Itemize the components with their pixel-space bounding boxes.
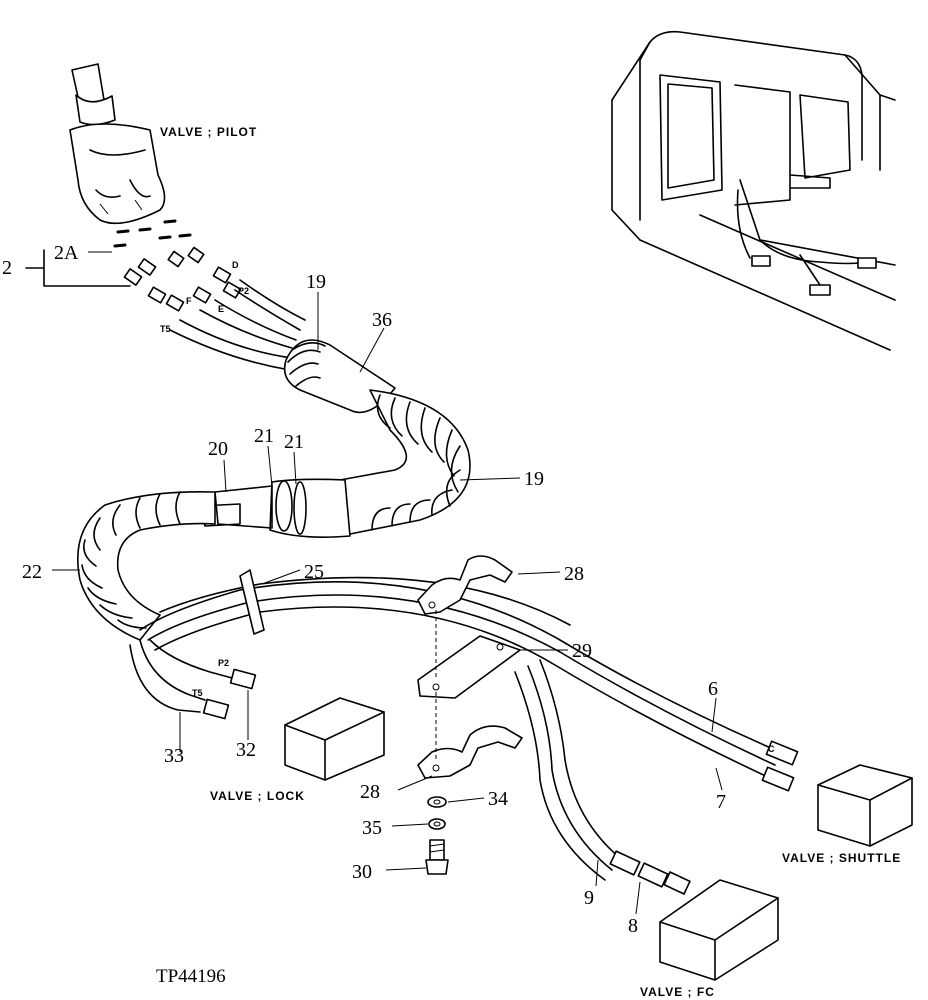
- valve-shuttle-label: VALVE ; SHUTTLE: [782, 851, 901, 865]
- valve-shuttle-box: [817, 764, 913, 847]
- callout-21-right: 21: [284, 431, 304, 453]
- callout-2a: 2A: [54, 242, 79, 264]
- clamp-28-upper: [417, 555, 513, 615]
- callout-20: 20: [208, 438, 228, 460]
- washer-34: [427, 796, 447, 808]
- hose-to-lock-valve: [129, 639, 233, 713]
- port-mark-e: E: [218, 304, 224, 314]
- port-mark-c: C: [768, 744, 775, 754]
- callout-7: 7: [716, 791, 726, 813]
- drawing-id: TP44196: [156, 966, 226, 987]
- port-mark-t5-top: T5: [160, 324, 171, 334]
- shuttle-fittings: [761, 740, 799, 792]
- valve-fc-label: VALVE ; FC: [640, 985, 715, 999]
- callout-29: 29: [572, 640, 592, 662]
- port-mark-p2-low: P2: [218, 658, 229, 668]
- port-mark-f: F: [186, 296, 192, 306]
- hose-bundle-lower: [139, 576, 781, 881]
- callout-19-lower: 19: [524, 468, 544, 490]
- callout-35: 35: [362, 817, 382, 839]
- hose-bundle-upper: [169, 279, 306, 371]
- pilot-valve: [69, 63, 166, 225]
- cab-inset-illustration: [611, 30, 896, 351]
- valve-fc-box: [659, 879, 779, 981]
- port-mark-p2-top: P2: [238, 286, 249, 296]
- hose-clip-25: [239, 569, 265, 635]
- callout-25: 25: [304, 561, 324, 583]
- callout-34: 34: [488, 788, 508, 810]
- o-rings: [113, 219, 192, 248]
- valve-pilot-label: VALVE ; PILOT: [160, 125, 257, 139]
- leader-lines: [52, 292, 723, 915]
- callout-21-left: 21: [254, 425, 274, 447]
- valve-lock-box: [284, 697, 385, 781]
- valve-lock-label: VALVE ; LOCK: [210, 789, 305, 803]
- callout-22: 22: [22, 561, 42, 583]
- callout-2: 2: [2, 257, 12, 279]
- callout-36: 36: [372, 309, 392, 331]
- plate-29: [417, 635, 521, 699]
- fitting-cluster: [123, 246, 242, 312]
- port-mark-d: D: [232, 260, 239, 270]
- callout-32: 32: [236, 739, 256, 761]
- lock-fittings: [202, 668, 257, 720]
- callout-28-lower: 28: [360, 781, 380, 803]
- bolt-30: [425, 839, 449, 875]
- callout-28-upper: 28: [564, 563, 584, 585]
- port-mark-t5-low: T5: [192, 688, 203, 698]
- callout-8: 8: [628, 915, 638, 937]
- clamp-28-lower: [417, 725, 523, 779]
- hose-sleeve-36: [283, 339, 396, 414]
- corrugated-conduit: [339, 389, 471, 536]
- callout-6: 6: [708, 678, 718, 700]
- callout-9: 9: [584, 887, 594, 909]
- callout-2-bracket: [25, 249, 131, 287]
- callout-33: 33: [164, 745, 184, 767]
- hose-sleeve-middle: [199, 478, 351, 538]
- callout-30: 30: [352, 861, 372, 883]
- spiral-wrap-22: [77, 490, 216, 641]
- fc-fittings: [609, 850, 691, 895]
- callout-19-upper: 19: [306, 271, 326, 293]
- washer-35: [428, 818, 446, 830]
